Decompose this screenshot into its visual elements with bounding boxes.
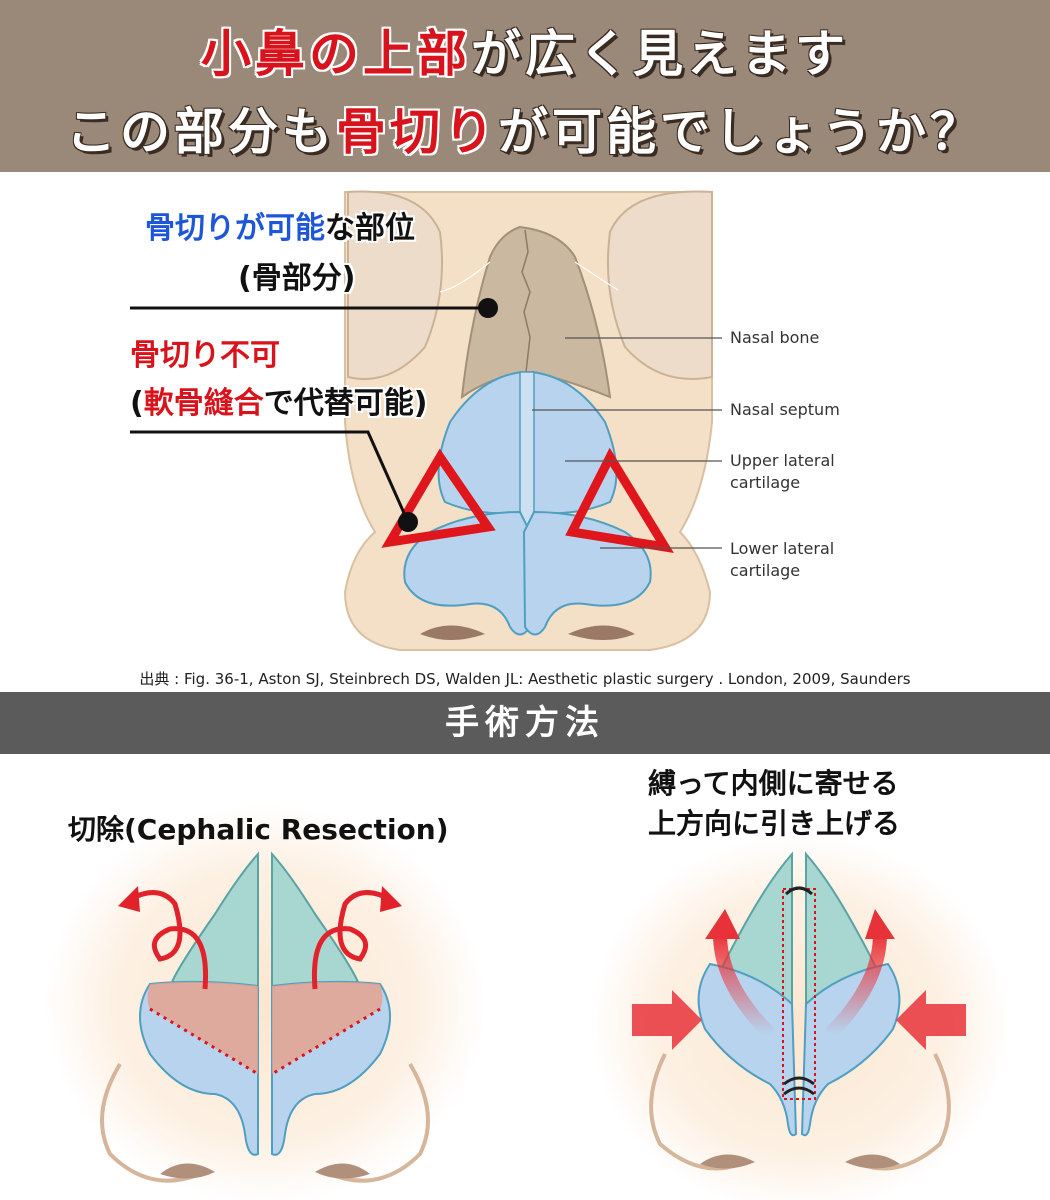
lift-arrowhead-left [705,909,740,939]
left-nostril-l [160,1163,215,1179]
header-banner: 小鼻の上部が広く見えます この部分も骨切りが可能でしょうか？ [0,0,1050,172]
push-arrow-left [632,990,702,1050]
left-triangle-marker [381,448,496,548]
label-lower-lateral-2: cartilage [730,561,801,580]
lift-arrow-left [713,933,775,1039]
bone-suture [521,229,531,373]
lift-arrow-right [825,933,887,1039]
header-line-1: 小鼻の上部が広く見えます [0,14,1050,86]
bone-callout-label: 骨切りが可能な部位 [145,203,415,247]
method-left-title: 切除(Cephalic Resection) [68,813,449,846]
left-orbit [347,190,444,380]
bone-suture-left [439,261,491,293]
lift-arrowhead-right [865,909,895,939]
source-citation: 出典 : Fig. 36-1, Aston SJ, Steinbrech DS,… [139,670,911,688]
left-glow [45,804,485,1200]
cartilage-callout-label: 骨切り不可 [130,330,280,374]
left-nostril [420,625,485,640]
resection-arrowhead-left [118,886,140,912]
cartilage-callout-sub-highlight: 軟骨縫合 [143,386,264,421]
resection-area-right [272,981,383,1074]
header-line-2: この部分も骨切りが可能でしょうか？ [0,92,1050,164]
header-line-1-highlight: 小鼻の上部 [201,25,471,83]
bone-suture-right [574,261,619,291]
bone-callout-sub: (骨部分) [238,261,356,296]
bone-callout-highlight: 骨切りが可能 [145,211,325,246]
suture-mark-bottom-2 [783,1086,815,1096]
resection-arrow-left [128,890,209,990]
resection-arrow-right [311,890,392,990]
cartilage-callout-highlight: 骨切り不可 [130,338,280,373]
section-title-bar: 手術方法 [0,692,1050,754]
surgery-methods-illustration [45,804,1010,1200]
label-nasal-septum: Nasal septum [730,400,840,419]
resection-dotted-right [271,1007,381,1076]
method-right-title-2: 上方向に引き上げる [648,807,901,840]
right-triangle-marker [565,447,674,554]
left-lower-lateral-cartilage [403,510,531,636]
left-nostril-r [315,1163,370,1179]
suture-mark-bottom-1 [783,1076,815,1086]
label-upper-lateral-1: Upper lateral [730,451,835,470]
callout-dot-cartilage [398,512,418,532]
nose-anatomy-illustration [130,190,722,651]
header-line-2-start: この部分も [66,103,336,161]
method-right-title-1: 縛って内側に寄せる [648,767,899,800]
left-ala-outline-l [100,1062,201,1183]
header-line-2-end: が可能でしょうか？ [498,103,984,161]
suture-mark-top [784,886,814,896]
right-glow [590,834,1010,1200]
cartilage-callout-sub: (軟骨縫合で代替可能) [130,378,427,422]
callout-dot-bone [478,298,498,318]
right-nostril-l [700,1154,755,1169]
right-ala-outline-l [649,1053,741,1171]
left-ala-outline-r [329,1062,430,1183]
cartilage-callout-sub-rest: で代替可能) [263,386,428,421]
right-nostril-r [845,1154,900,1169]
resection-arrowhead-right [380,886,402,912]
right-nostril [568,625,635,640]
header-line-2-highlight: 骨切り [336,103,498,161]
suture-dotted-box [782,888,816,1100]
right-ala-outline-r [859,1053,951,1171]
callout-line-cartilage [130,430,410,523]
right-orbit [606,190,713,380]
label-lower-lateral-1: Lower lateral [730,539,835,558]
bone-callout-rest: な部位 [325,211,415,246]
resection-area-left [147,981,258,1074]
header-line-1-rest: が広く見えます [471,25,849,83]
label-nasal-bone: Nasal bone [730,328,820,347]
label-upper-lateral-2: cartilage [730,473,801,492]
push-arrow-right [896,990,966,1050]
resection-dotted-left [149,1007,259,1076]
cartilage-callout-open: ( [130,386,144,421]
